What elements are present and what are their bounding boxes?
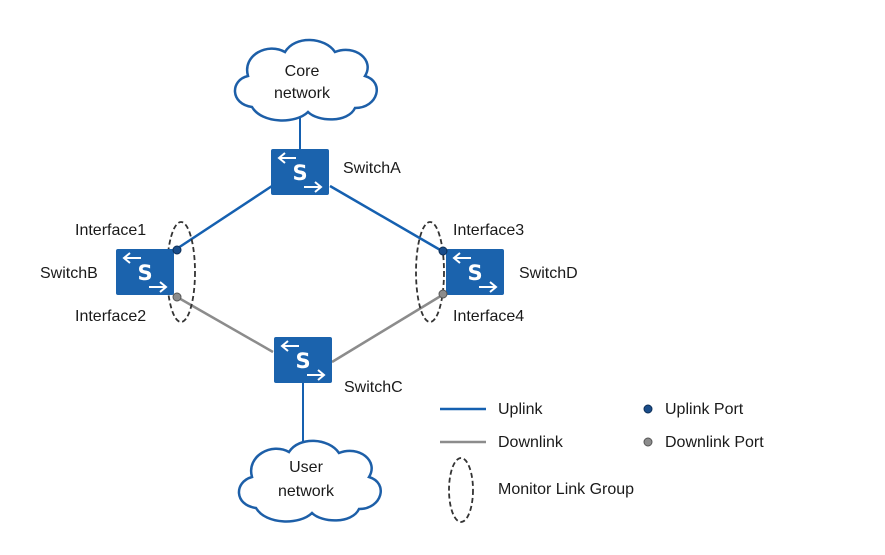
link-switchd-switchc (331, 292, 445, 364)
link-switchb-switchc (176, 295, 274, 354)
switch-a-label: SwitchA (343, 160, 401, 177)
legend-downlink-label: Downlink (498, 434, 564, 451)
interface1-label: Interface1 (75, 222, 146, 239)
legend-uplink-port-dot (643, 404, 653, 414)
legend-monitor-group-label: Monitor Link Group (498, 481, 634, 498)
link-switcha-switchb (177, 184, 273, 250)
core-cloud-line2: network (274, 85, 331, 102)
interface2-label: Interface2 (75, 308, 146, 325)
user-cloud-line2: network (278, 483, 335, 500)
switch-a-icon (270, 148, 330, 196)
switch-b-icon (115, 248, 175, 296)
switch-c-label: SwitchC (344, 379, 403, 396)
switch-d-icon (445, 248, 505, 296)
legend: Uplink Downlink Uplink Port Downlink Por… (440, 401, 764, 523)
interface3-label: Interface3 (453, 222, 524, 239)
switch-c-icon (273, 336, 333, 384)
monitor-group-switchd (415, 221, 445, 323)
core-network-cloud: Core network (233, 38, 378, 122)
switch-d-label: SwitchD (519, 265, 578, 282)
interface4-label: Interface4 (453, 308, 524, 325)
interface2-downlink-port-dot (172, 292, 182, 302)
legend-uplink-port-label: Uplink Port (665, 401, 744, 418)
legend-monitor-group-swatch (448, 457, 474, 523)
core-cloud-line1: Core (285, 63, 320, 80)
user-network-cloud: User network (237, 439, 382, 523)
switch-b-label: SwitchB (40, 265, 98, 282)
link-switcha-switchd (329, 184, 443, 253)
user-cloud-line1: User (289, 459, 323, 476)
legend-downlink-port-dot (643, 437, 653, 447)
interface4-downlink-port-dot (438, 289, 448, 299)
interface1-uplink-port-dot (172, 245, 182, 255)
legend-downlink-port-label: Downlink Port (665, 434, 764, 451)
legend-uplink-label: Uplink (498, 401, 543, 418)
interface3-uplink-port-dot (438, 246, 448, 256)
